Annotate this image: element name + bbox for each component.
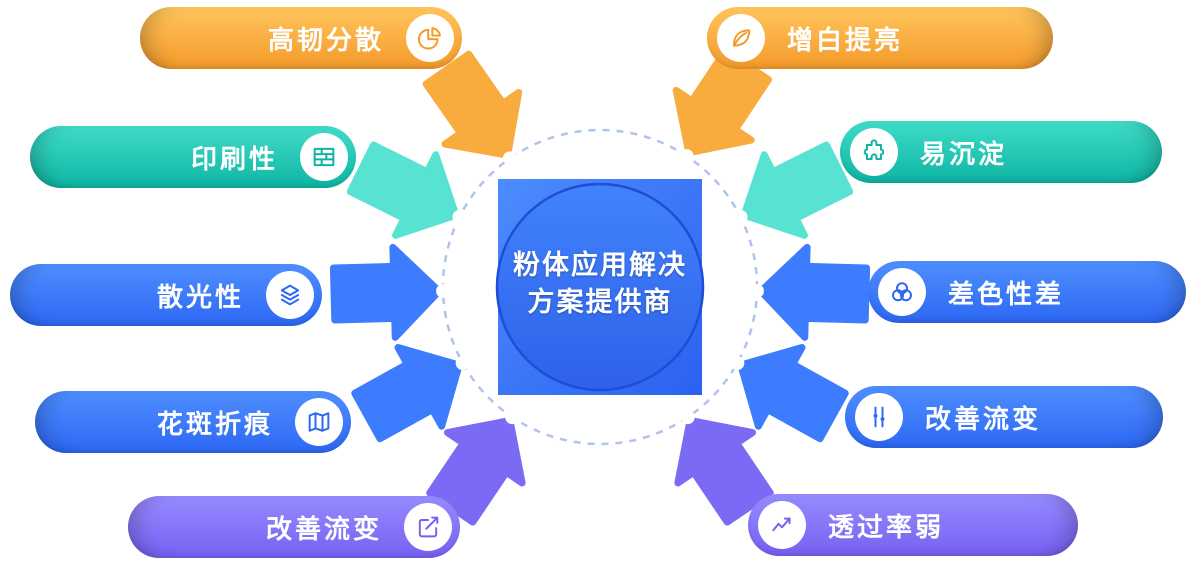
right-pill-3: 差色性差 [868,261,1186,323]
arrow-left-5 [426,410,526,526]
arrow-right-3 [749,243,871,341]
right-pill-1-label: 增白提亮 [787,24,904,55]
right-pill-4: 改善流变 [845,386,1163,448]
left-pill-3-label: 散光性 [156,281,244,312]
left-pill-2-label: 印刷性 [190,143,278,174]
arrow-tip-dot [730,356,745,371]
arrow-right-5 [674,410,774,526]
left-pill-5: 改善流变 [128,496,460,558]
center-circle [495,182,705,392]
left-pill-4: 花斑折痕 [35,391,351,453]
arrow-tip-dot [455,356,470,371]
puzzle-icon [850,128,898,176]
right-pill-4-label: 改善流变 [925,403,1042,434]
sliders-icon [855,393,903,441]
arrow-tip-dot [733,209,748,224]
arrow-right-4 [730,344,849,443]
arrow-tip-dot [749,284,764,299]
arrow-tip-dot [679,149,694,164]
pie-chart-icon [406,14,454,62]
left-pill-2: 印刷性 [30,126,356,188]
left-pill-1-label: 高韧分散 [267,24,384,55]
right-pill-2-label: 易沉淀 [920,138,1008,169]
left-pill-1: 高韧分散 [140,7,462,69]
right-pill-1: 增白提亮 [707,7,1053,69]
arrow-right-2 [733,141,854,239]
left-pill-4-label: 花斑折痕 [156,408,273,439]
arrow-left-1 [422,50,523,166]
arrow-tip-dot [502,151,517,166]
trend-up-icon [758,501,806,549]
layers-icon [266,271,314,319]
arrow-left-3 [329,243,451,341]
arrow-tip-dot [505,410,520,425]
arrow-left-4 [351,344,470,443]
right-pill-5-label: 透过率弱 [828,511,945,542]
printing-icon [300,133,348,181]
leaf-icon [717,14,765,62]
arrow-left-2 [346,141,467,239]
center-title-line2: 方案提供商 [527,287,673,317]
right-pill-2: 易沉淀 [840,121,1162,183]
arrow-tip-dot [436,284,451,299]
arrow-tip-dot [452,209,467,224]
right-pill-5: 透过率弱 [748,494,1078,556]
center-title: 粉体应用解决 方案提供商 [488,247,712,321]
left-pill-3: 散光性 [10,264,322,326]
center-title-line1: 粉体应用解决 [513,250,687,280]
color-circles-icon [878,268,926,316]
arrow-tip-dot [680,410,695,425]
left-pill-5-label: 改善流变 [265,513,382,544]
right-pill-3-label: 差色性差 [948,278,1065,309]
arrow-right-1 [672,47,772,164]
map-icon [295,398,343,446]
edit-icon [404,503,452,551]
